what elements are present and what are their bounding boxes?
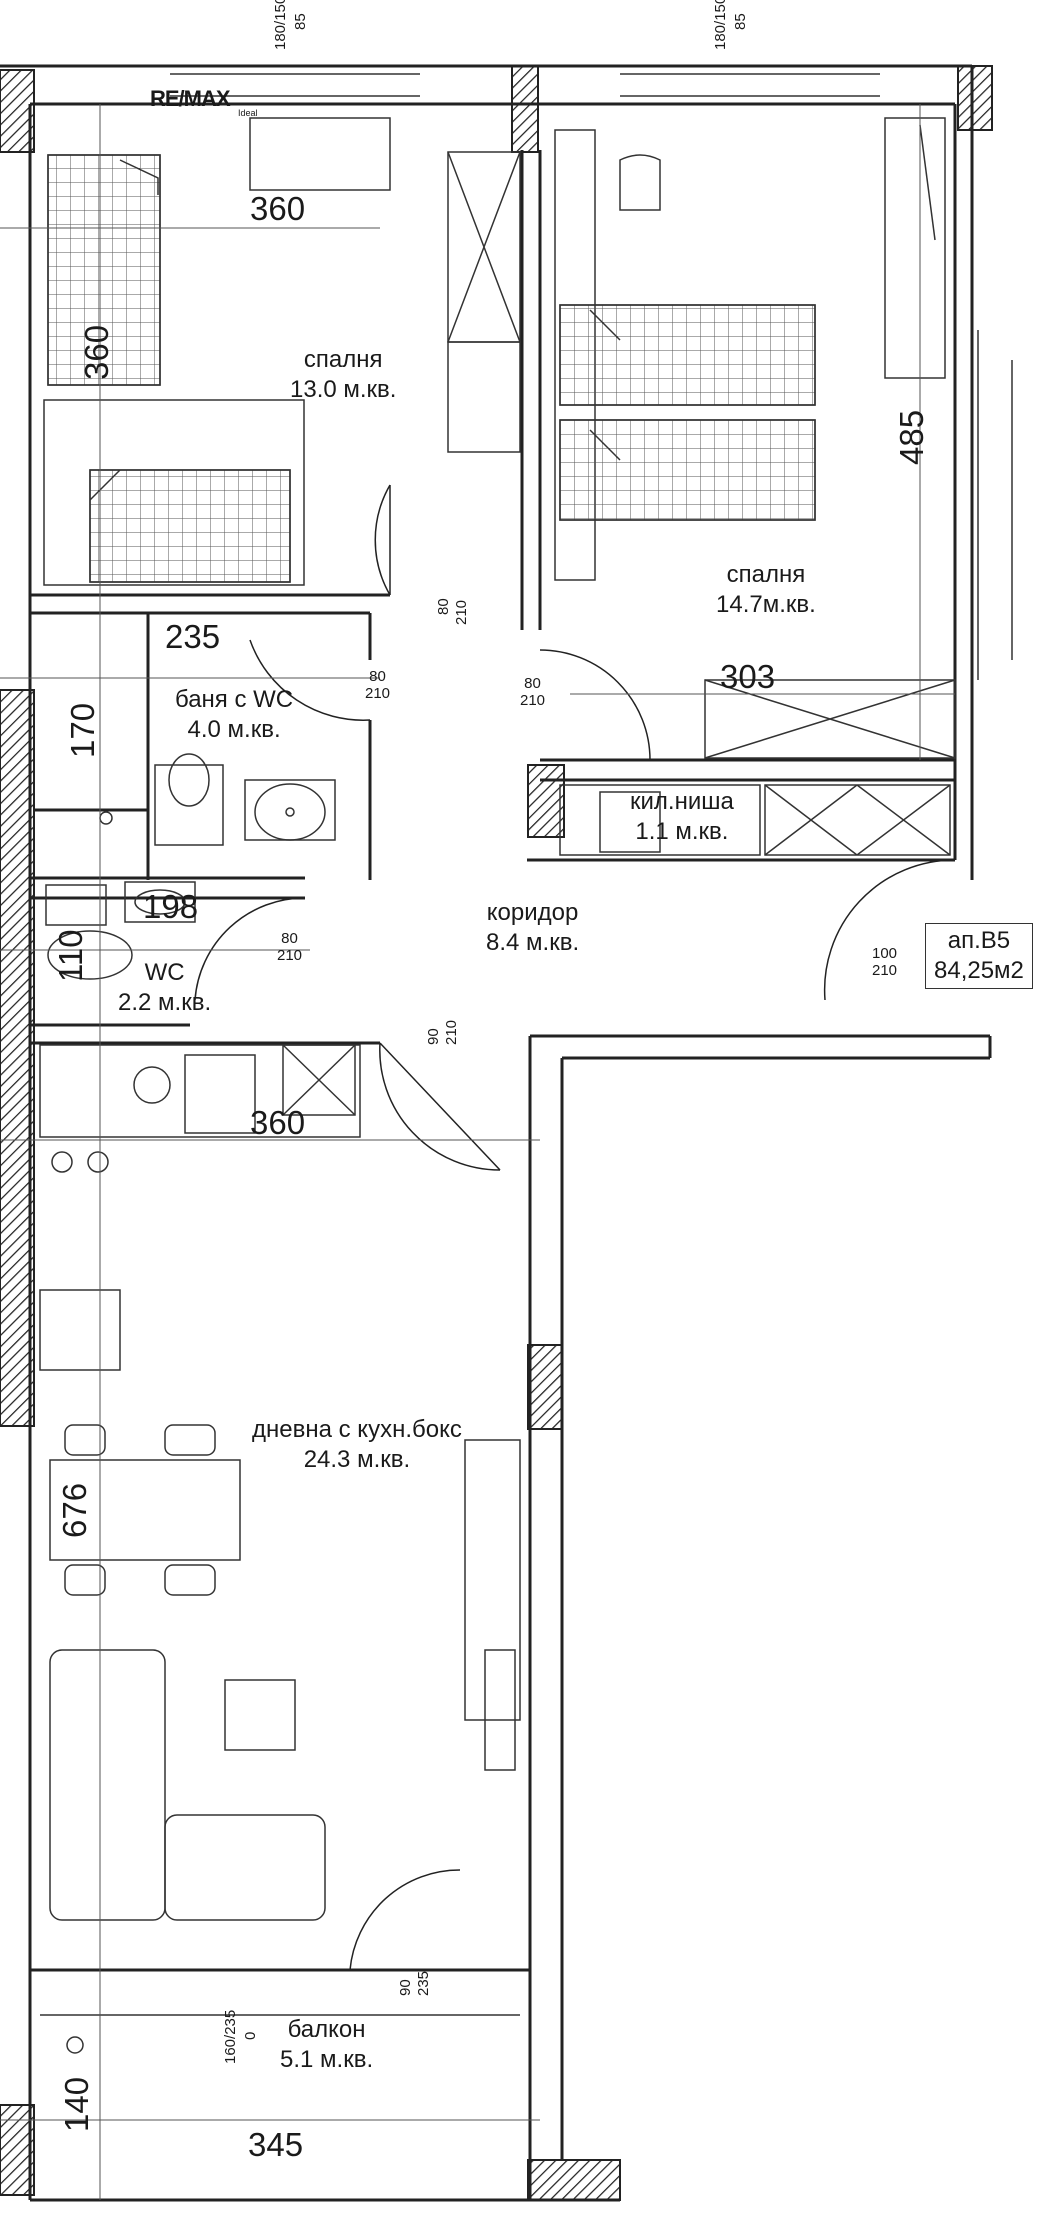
dim-wc-width: 198 <box>143 888 199 925</box>
windows <box>40 73 1013 2016</box>
balcony-fixtures <box>66 2036 84 2054</box>
window-right-label-b: 85 <box>732 13 749 30</box>
door-wc-a: 80 <box>281 930 298 947</box>
door-balcony-a: 90 <box>397 1979 414 1996</box>
dim-wc-height: 110 <box>52 929 89 982</box>
bedroom2-label: спалня 14.7м.кв. <box>716 560 816 620</box>
dimension-lines <box>0 104 955 2200</box>
bedroom1-label: спалня 13.0 м.кв. <box>290 345 396 405</box>
balcony-label: балкон 5.1 м.кв. <box>280 2015 373 2075</box>
bedroom2-area: 14.7м.кв. <box>716 591 816 618</box>
wc-name: WC <box>144 959 185 986</box>
living-furniture <box>49 1424 521 1921</box>
door-wc-b: 210 <box>277 947 303 964</box>
door-swings <box>194 484 956 1971</box>
logo-brand: RE/MAX <box>150 86 231 111</box>
door-kitchen-label: 90 <box>425 1028 442 1045</box>
bedroom1-name: спалня <box>303 346 383 373</box>
window-right-b: 85 <box>732 13 749 30</box>
apartment-area: 84,25м2 <box>934 957 1024 984</box>
closet-area: 1.1 м.кв. <box>635 818 729 845</box>
door-bath-label: 80 210 <box>365 668 390 702</box>
balcony-window-a: 160/235 <box>222 2009 239 2064</box>
dim-b1-height: 360 <box>78 324 115 380</box>
window-right-label: 180/150 <box>712 0 729 50</box>
kitchen-fixtures <box>39 1044 361 1371</box>
door-wc-label: 80 210 <box>277 930 302 964</box>
door-kitchen-label-b: 210 <box>443 1020 460 1045</box>
window-left-label-b: 85 <box>292 13 309 30</box>
wc-area: 2.2 м.кв. <box>118 989 212 1016</box>
living-name: дневна с кухн.бокс <box>252 1416 462 1443</box>
window-left-label: 180/150 <box>272 0 289 50</box>
bath-name: баня с WC <box>175 686 294 713</box>
apartment-name: ап.В5 <box>947 927 1011 954</box>
door-entry-label: 100 210 <box>872 945 897 979</box>
door-kitchen-b: 210 <box>443 1019 460 1045</box>
closet-label: кил.ниша 1.1 м.кв. <box>630 787 734 847</box>
apartment-label: ап.В5 84,25м2 <box>925 923 1033 989</box>
wc-fixtures <box>45 881 196 980</box>
corridor-area: 8.4 м.кв. <box>486 929 580 956</box>
corridor-label: коридор 8.4 м.кв. <box>486 898 579 958</box>
dim-kitchen-width: 360 <box>250 1104 306 1141</box>
door-b2-a: 80 <box>524 675 541 692</box>
logo-sub: Ideal <box>238 108 258 118</box>
dim-balcony-height: 140 <box>58 2076 95 2132</box>
dim-living-height: 676 <box>56 1482 93 1538</box>
bedroom2-name: спалня <box>726 561 806 588</box>
dim-b2-width: 303 <box>720 658 776 695</box>
living-area: 24.3 м.кв. <box>303 1446 411 1473</box>
door-b1-a: 80 <box>435 598 452 615</box>
door-bath-b: 210 <box>365 685 391 702</box>
door-balcony-b: 235 <box>415 1970 432 1996</box>
window-left-a: 180/150 <box>272 0 289 50</box>
balcony-window-b: 0 <box>242 2031 259 2040</box>
door-b2-label: 80 210 <box>520 675 545 709</box>
door-balcony-label: 90 <box>397 1979 414 1996</box>
dim-b1-width: 360 <box>250 190 306 227</box>
wc-label: WC 2.2 м.кв. <box>118 958 211 1018</box>
bath-area: 4.0 м.кв. <box>187 716 281 743</box>
door-bath-a: 80 <box>369 668 386 685</box>
bedroom1-furniture <box>43 117 521 586</box>
door-b1-label: 80 <box>435 598 452 615</box>
dim-bath-width: 235 <box>165 618 221 655</box>
corridor-name: коридор <box>486 899 579 926</box>
interior-walls <box>30 150 957 1045</box>
balcony-window-label-b: 0 <box>242 2032 259 2040</box>
bath-label: баня с WC 4.0 м.кв. <box>175 685 293 745</box>
door-entry-a: 100 <box>872 945 898 962</box>
bedroom1-area: 13.0 м.кв. <box>290 376 397 403</box>
dim-balcony-width: 345 <box>248 2126 304 2163</box>
closet-name: кил.ниша <box>630 788 734 815</box>
door-b2-b: 210 <box>520 692 546 709</box>
door-kitchen-a: 90 <box>425 1028 442 1045</box>
balcony-name: балкон <box>287 2016 366 2043</box>
window-right-a: 180/150 <box>712 0 729 50</box>
bedroom2-furniture <box>554 117 956 759</box>
door-balcony-label-b: 235 <box>415 1971 432 1996</box>
dim-b2-height: 485 <box>893 409 930 465</box>
hatched-columns <box>0 65 993 2201</box>
bath-fixtures <box>99 753 336 846</box>
closet-furniture <box>559 784 951 856</box>
door-b1-label-b: 210 <box>453 600 470 625</box>
walls <box>0 64 992 2202</box>
balcony-area: 5.1 м.кв. <box>280 2046 374 2073</box>
balcony-window-label: 160/235 <box>222 2010 239 2064</box>
door-b1-b: 210 <box>453 599 470 625</box>
remax-logo: RE/MAX Ideal <box>150 86 258 118</box>
door-entry-b: 210 <box>872 962 898 979</box>
window-left-b: 85 <box>292 13 309 30</box>
living-label: дневна с кухн.бокс 24.3 м.кв. <box>252 1415 462 1475</box>
dim-bath-height: 170 <box>64 702 101 758</box>
